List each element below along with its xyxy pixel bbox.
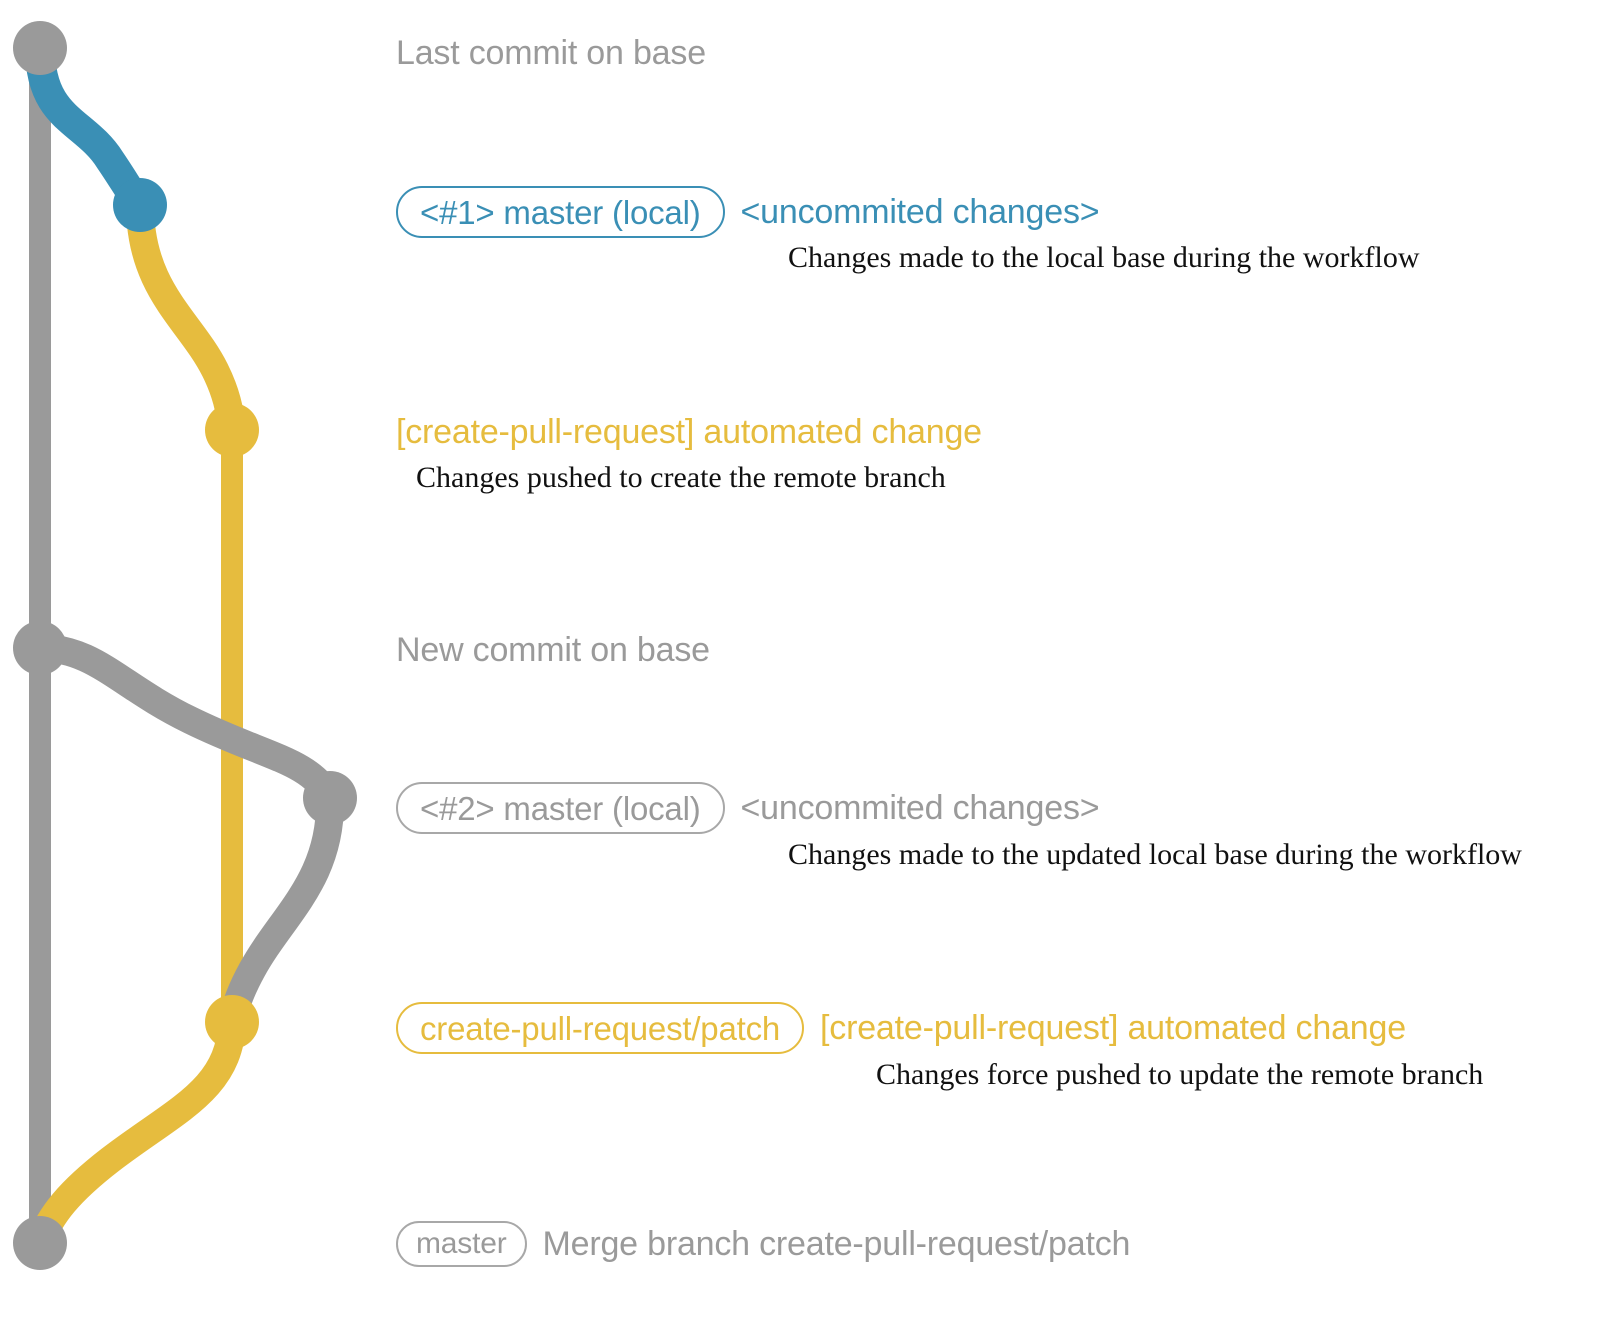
branch-pill-master-local-2[interactable]: <#2> master (local) (396, 782, 725, 834)
row-master-local-2: <#2> master (local) <uncommited changes> (396, 782, 1618, 834)
last-commit-on-base-headline: Last commit on base (396, 34, 706, 72)
row-master-merge: master Merge branch create-pull-request/… (396, 1221, 1618, 1267)
node-automated-change-1[interactable] (205, 403, 259, 457)
node-automated-change-2[interactable] (205, 995, 259, 1049)
automated-change-2-caption: Changes force pushed to update the remot… (876, 1058, 1484, 1091)
automated-change-1-caption: Changes pushed to create the remote bran… (416, 461, 946, 494)
edge-yellow-merge (26, 1008, 246, 1257)
row-master-local-1: <#1> master (local) <uncommited changes> (396, 186, 1618, 238)
node-last-commit-on-base[interactable] (13, 21, 67, 75)
node-master-merge[interactable] (13, 1216, 67, 1270)
master-local-1-line: <#1> master (local) <uncommited changes> (396, 186, 1618, 238)
automated-change-2-message: [create-pull-request] automated change (820, 1009, 1406, 1047)
automated-change-1-headline: [create-pull-request] automated change (396, 413, 982, 451)
row-last-commit-on-base: Last commit on base (396, 36, 1618, 70)
master-local-1-caption: Changes made to the local base during th… (788, 241, 1420, 274)
master-merge-message: Merge branch create-pull-request/patch (542, 1225, 1131, 1263)
row-new-commit-on-base: New commit on base (396, 633, 1618, 667)
branch-pill-master-local-1[interactable]: <#1> master (local) (396, 186, 725, 238)
branch-pill-master[interactable]: master (396, 1221, 527, 1267)
node-master-local-2[interactable] (303, 771, 357, 825)
node-new-commit-on-base[interactable] (13, 621, 67, 675)
row-automated-change-1: [create-pull-request] automated change (396, 415, 1618, 449)
automated-change-2-line: create-pull-request/patch [create-pull-r… (396, 1002, 1618, 1054)
new-commit-on-base-headline: New commit on base (396, 631, 710, 669)
row-automated-change-2: create-pull-request/patch [create-pull-r… (396, 1002, 1618, 1054)
master-local-2-message: <uncommited changes> (740, 789, 1100, 827)
master-local-1-message: <uncommited changes> (740, 193, 1100, 231)
branch-pill-create-pull-request-patch[interactable]: create-pull-request/patch (396, 1002, 805, 1054)
master-merge-line: master Merge branch create-pull-request/… (396, 1221, 1618, 1267)
master-local-2-line: <#2> master (local) <uncommited changes> (396, 782, 1618, 834)
node-master-local-1[interactable] (113, 178, 167, 232)
master-local-2-caption: Changes made to the updated local base d… (788, 838, 1522, 871)
edge-gray-branch (26, 634, 344, 812)
